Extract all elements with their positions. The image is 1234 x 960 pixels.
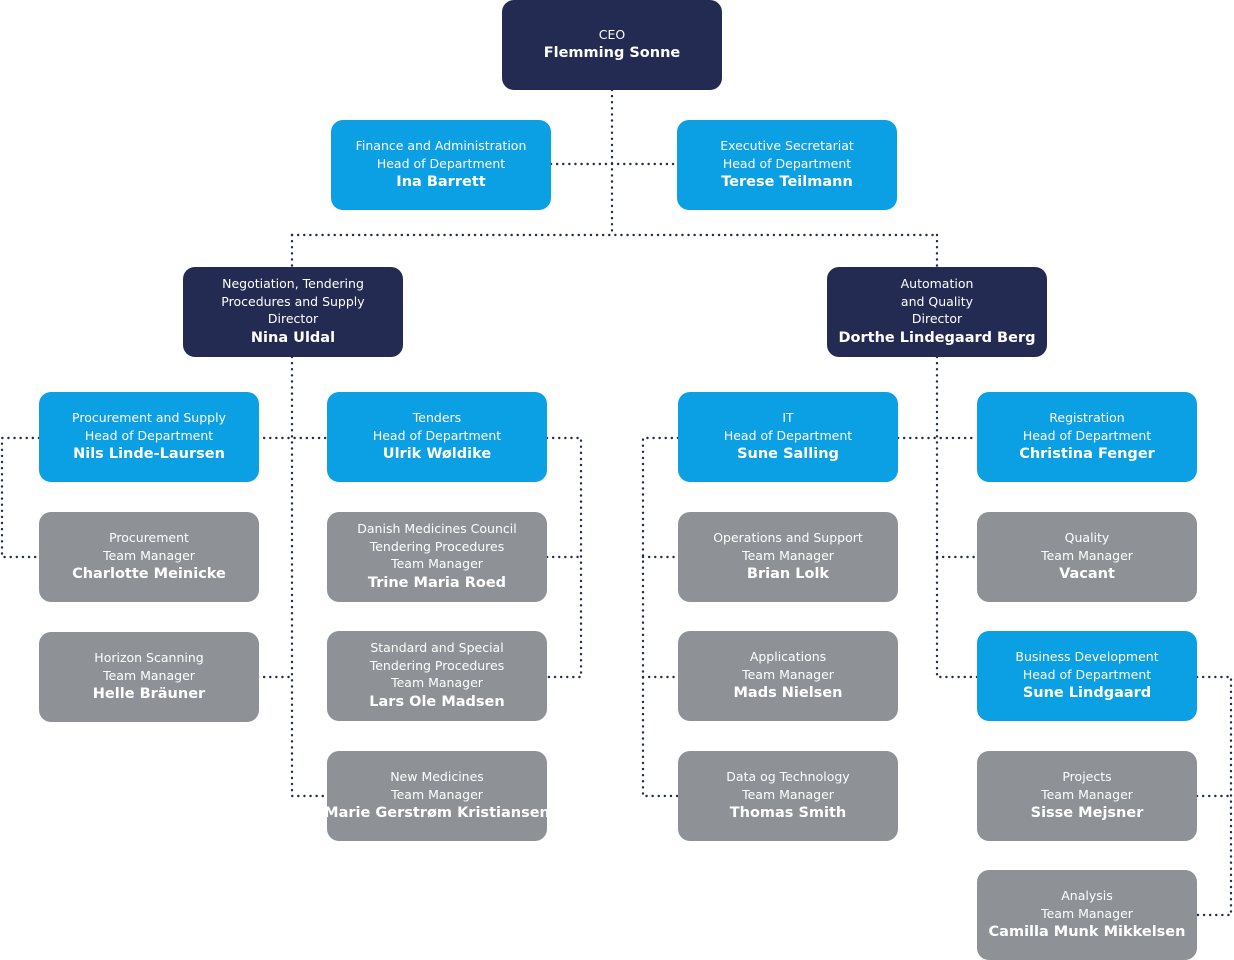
org-box-person-name: Flemming Sonne bbox=[543, 45, 681, 62]
org-box-role-line: Team Manager bbox=[391, 556, 483, 572]
org-box-role-line: IT bbox=[782, 410, 794, 425]
org-box-role-line: Data og Technology bbox=[726, 769, 850, 784]
org-box-person-name: Vacant bbox=[1059, 566, 1115, 582]
org-box-role-line: Team Manager bbox=[391, 675, 483, 691]
org-box-role-line: Procurement and Supply bbox=[72, 410, 226, 425]
org-box-person-name: Sisse Mejsner bbox=[1030, 805, 1144, 821]
org-box-role-line: Team Manager bbox=[103, 547, 195, 563]
org-box-role-line: Tendering Procedures bbox=[369, 657, 505, 673]
org-box-role-line: Team Manager bbox=[1041, 547, 1133, 563]
org-box-role-line: Head of Department bbox=[1022, 427, 1152, 443]
org-box-role-line: Team Manager bbox=[1041, 786, 1133, 802]
org-box-person-name: Mads Nielsen bbox=[733, 685, 843, 701]
org-box-role-line: Executive Secretariat bbox=[720, 138, 854, 153]
org-box-role-line: Finance and Administration bbox=[355, 138, 527, 153]
org-box-role-line: Team Manager bbox=[1041, 905, 1133, 921]
org-box-role-line: Head of Department bbox=[723, 427, 853, 443]
org-box-person-name: Nils Linde-Laursen bbox=[73, 446, 225, 462]
org-box-role-line: Operations and Support bbox=[713, 530, 863, 545]
org-box-person-name: Christina Fenger bbox=[1019, 446, 1155, 462]
org-box-person-name: Terese Teilmann bbox=[721, 174, 853, 190]
org-box-role-line: Procedures and Supply bbox=[221, 293, 365, 309]
org-box-role-line: Applications bbox=[749, 649, 827, 664]
org-box-role-line: Danish Medicines Council bbox=[357, 521, 517, 537]
org-box-role-line: Tenders bbox=[412, 410, 462, 425]
org-box-role-line: Negotiation, Tendering bbox=[222, 276, 364, 292]
org-box-role-line: Team Manager bbox=[742, 547, 834, 563]
connector-line bbox=[290, 355, 329, 798]
org-box-role-line: Standard and Special bbox=[370, 640, 504, 656]
org-box-role-line: Director bbox=[267, 311, 319, 327]
org-box-person-name: Helle Bräuner bbox=[92, 686, 206, 702]
connector-line bbox=[641, 436, 680, 798]
org-box-person-name: Ina Barrett bbox=[396, 174, 486, 190]
org-box-person-name: Lars Ole Madsen bbox=[369, 693, 505, 710]
org-box-person-name: Marie Gerstrøm Kristiansen bbox=[324, 805, 550, 821]
org-box-person-name: Dorthe Lindegaard Berg bbox=[838, 329, 1036, 346]
org-box-role-line: Quality bbox=[1064, 530, 1110, 545]
org-box-person-name: Sune Salling bbox=[737, 446, 839, 462]
org-box-person-name: Charlotte Meinicke bbox=[72, 566, 226, 582]
connector-line bbox=[0, 436, 41, 559]
org-box-role-line: Projects bbox=[1062, 769, 1112, 784]
org-box-role-line: Tendering Procedures bbox=[369, 538, 505, 554]
org-box-role-line: Registration bbox=[1049, 410, 1125, 425]
org-box-role-line: Analysis bbox=[1061, 888, 1113, 903]
org-box-role-line: Head of Department bbox=[376, 155, 506, 171]
org-box-role-line: Horizon Scanning bbox=[94, 650, 204, 665]
org-box-person-name: Ulrik Wøldike bbox=[382, 446, 492, 462]
org-box-role-line: CEO bbox=[598, 26, 626, 42]
org-box-person-name: Trine Maria Roed bbox=[367, 574, 507, 591]
org-box-role-line: Business Development bbox=[1015, 649, 1159, 664]
org-box-role-line: New Medicines bbox=[390, 769, 484, 784]
connector-line bbox=[935, 355, 979, 679]
org-box-role-line: and Quality bbox=[900, 293, 974, 309]
org-box-person-name: Brian Lolk bbox=[746, 566, 830, 582]
org-box-role-line: Team Manager bbox=[742, 786, 834, 802]
org-box-role-line: Automation bbox=[900, 276, 974, 292]
org-box-role-line: Head of Department bbox=[1022, 666, 1152, 682]
org-box-role-line: Head of Department bbox=[372, 427, 502, 443]
org-box-person-name: Camilla Munk Mikkelsen bbox=[988, 924, 1186, 940]
org-box-role-line: Team Manager bbox=[742, 666, 834, 682]
org-box-role-line: Team Manager bbox=[391, 786, 483, 802]
org-box-role-line: Procurement bbox=[109, 530, 189, 545]
org-box-role-line: Director bbox=[911, 311, 963, 327]
org-box-ceo: CEO Flemming Sonne bbox=[502, 0, 722, 90]
org-box-person-name: Thomas Smith bbox=[729, 805, 847, 821]
org-box-role-line: Team Manager bbox=[103, 667, 195, 683]
connector-line bbox=[545, 436, 583, 679]
org-box-role-line: Head of Department bbox=[84, 427, 214, 443]
org-box-person-name: Nina Uldal bbox=[250, 329, 336, 346]
connector-line bbox=[1195, 675, 1233, 917]
org-box-person-name: Sune Lindgaard bbox=[1022, 685, 1152, 701]
org-box-role-line: Head of Department bbox=[722, 155, 852, 171]
